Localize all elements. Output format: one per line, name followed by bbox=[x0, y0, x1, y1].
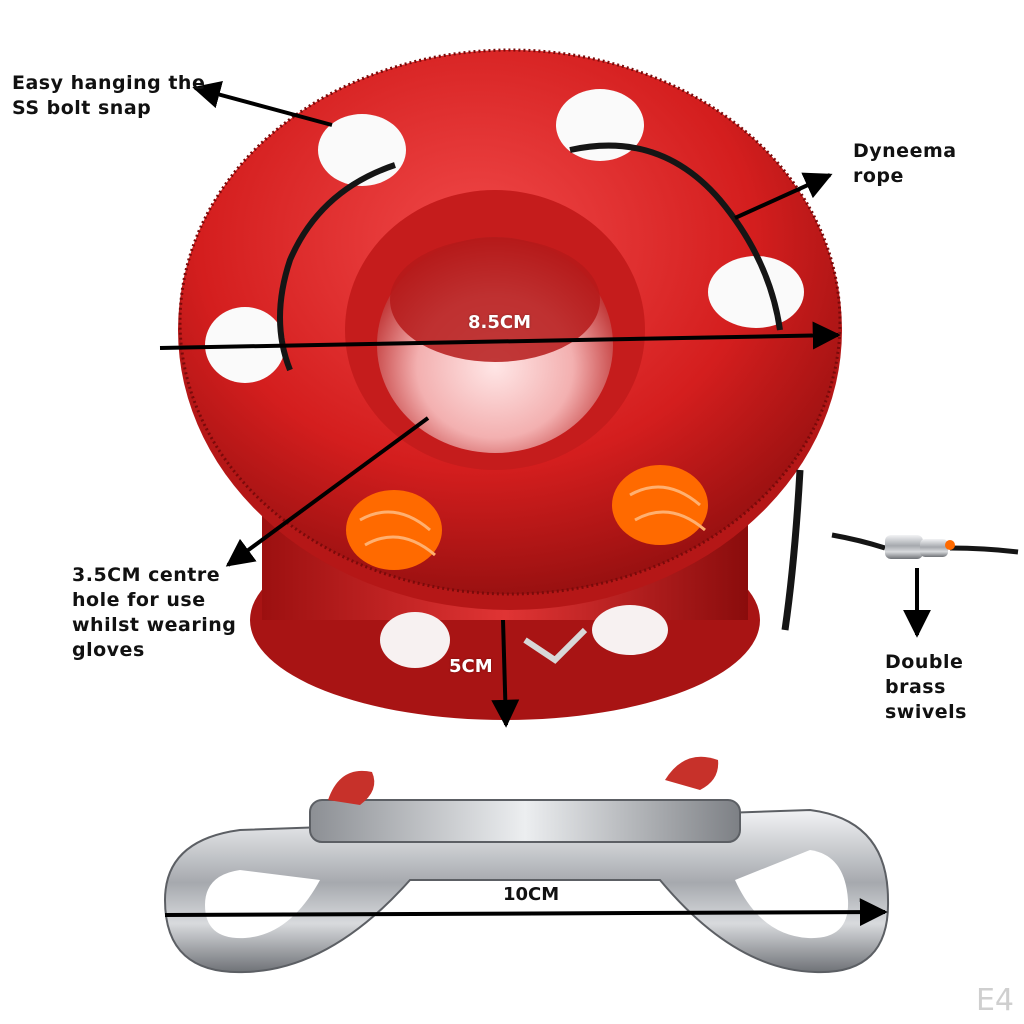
flange-hole-orange-line bbox=[346, 490, 442, 570]
orange-line-texture bbox=[629, 485, 706, 532]
black-rope-tail bbox=[781, 469, 804, 631]
reel-clip bbox=[523, 627, 588, 664]
bolt-snap-eye-right bbox=[735, 850, 849, 939]
dimension-snap-length: 10CM bbox=[503, 884, 560, 905]
swivel-rope-right bbox=[949, 545, 1019, 555]
bolt-snap-gate-right bbox=[665, 756, 719, 790]
reel bbox=[178, 48, 842, 720]
arrow-width bbox=[159, 321, 841, 350]
swivel-orange-knot bbox=[945, 540, 955, 550]
bolt-snap-bar bbox=[309, 799, 741, 843]
bolt-snap-eye-left bbox=[205, 870, 320, 939]
brass-swivel bbox=[831, 532, 1019, 559]
reel-body-hole bbox=[592, 605, 668, 655]
swivel-barrel bbox=[920, 539, 948, 557]
annotation-arrows bbox=[159, 81, 931, 927]
flange-hole-orange-line bbox=[612, 465, 708, 545]
watermark: E4 bbox=[975, 983, 1014, 1018]
arrow-snap-length bbox=[164, 898, 888, 927]
orange-line-texture bbox=[359, 510, 436, 557]
arrow-centre-hole bbox=[225, 416, 430, 567]
label-rope: Dyneema rope bbox=[853, 140, 957, 187]
black-rope bbox=[569, 142, 783, 331]
label-bolt-snap: Easy hanging the SS bolt snap bbox=[12, 72, 206, 119]
dimension-reel-width: 8.5CM bbox=[468, 312, 532, 333]
arrow-bolt-snap bbox=[192, 81, 333, 127]
arrow-rope bbox=[734, 172, 833, 220]
dimension-reel-height: 5CM bbox=[449, 656, 493, 677]
arrow-height bbox=[491, 619, 520, 728]
swivel-barrel bbox=[885, 535, 923, 559]
bolt-snap-body bbox=[163, 808, 890, 974]
flange-hole bbox=[556, 89, 644, 161]
flange-hole bbox=[708, 256, 804, 328]
reel-centre-hole-shadow bbox=[390, 238, 600, 362]
label-centre-hole: 3.5CM centre hole for use whilst wearing… bbox=[72, 564, 237, 661]
bolt-snap bbox=[163, 756, 890, 974]
reel-body-hole bbox=[380, 612, 450, 668]
black-rope bbox=[277, 162, 396, 372]
label-swivels: Double brass swivels bbox=[885, 651, 967, 723]
swivel-rope-left bbox=[831, 532, 886, 551]
bolt-snap-gate-left bbox=[328, 770, 375, 805]
